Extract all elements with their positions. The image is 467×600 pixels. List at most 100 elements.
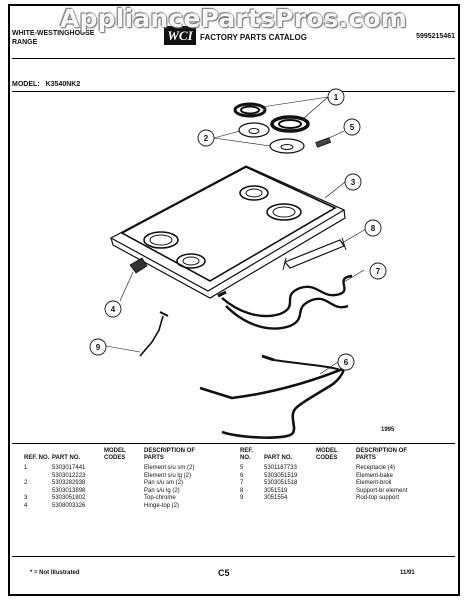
part-number-cell: 5303051519 bbox=[264, 472, 298, 479]
catalog-date: 11/91 bbox=[400, 570, 415, 576]
table-row: 8 3051519 Support-br element bbox=[240, 488, 426, 496]
model-codes-cell bbox=[104, 473, 144, 481]
callout-9 bbox=[89, 338, 107, 356]
part-number-cell: 5303282938 bbox=[52, 480, 86, 487]
brand-line-2: RANGE bbox=[12, 39, 38, 46]
description-cell: Element s/u lg (2) bbox=[144, 472, 192, 479]
drip-pan-large bbox=[269, 138, 305, 154]
top-hinge bbox=[129, 257, 148, 274]
part-number-cell: 3051554 bbox=[264, 495, 288, 502]
svg-text:WCI: WCI bbox=[167, 28, 193, 43]
footer-rule bbox=[12, 556, 455, 557]
part-number-cell: 5308003326 bbox=[52, 502, 86, 509]
callout-8 bbox=[364, 219, 382, 237]
brand-name: WHITE-WESTINGHOUSE RANGE bbox=[12, 29, 94, 47]
surface-element-large bbox=[270, 115, 310, 133]
table-row: 6 5303051519 Element-bake bbox=[240, 473, 426, 481]
model-number: K3540NK2 bbox=[45, 81, 81, 88]
description-cell: Element-broil bbox=[356, 480, 392, 487]
ref-cell: 9 bbox=[240, 495, 244, 502]
model-codes-cell bbox=[104, 488, 144, 496]
part-number-cell: 5303051518 bbox=[264, 480, 298, 487]
description-cell: Receptacle (4) bbox=[356, 465, 396, 471]
parts-table-left: REF. NO. PART NO. MODEL CODES DESCRIPTIO… bbox=[24, 448, 214, 511]
ref-cell: 4 bbox=[24, 502, 28, 509]
callout-8-label: 8 bbox=[371, 224, 376, 233]
document-number: 5995215461 bbox=[416, 33, 455, 40]
ref-cell: 7 bbox=[240, 480, 244, 487]
callout-1-label: 1 bbox=[334, 93, 339, 102]
part-number-cell: 5303017441 bbox=[52, 465, 86, 471]
ref-cell: 3 bbox=[24, 495, 28, 502]
part-number-cell: 5303051802 bbox=[52, 495, 86, 502]
diagram-year: 1995 bbox=[381, 427, 395, 433]
callout-1 bbox=[327, 88, 345, 106]
cooktop-top bbox=[109, 165, 346, 299]
description-cell: Rod-top support bbox=[356, 495, 400, 502]
description-cell: Hinge-top (2) bbox=[144, 502, 180, 509]
col-model-codes: MODEL CODES bbox=[316, 448, 338, 461]
part-number-cell: 5303012223 bbox=[52, 472, 86, 479]
watermark: AppliancePartsPros.com bbox=[59, 4, 408, 33]
description-cell: Pan s/u sm (2) bbox=[144, 480, 184, 487]
part-number-cell: 5303013898 bbox=[52, 487, 86, 494]
callout-4 bbox=[104, 300, 122, 318]
col-description: DESCRIPTION OF PARTS bbox=[144, 448, 196, 461]
description-cell: Element-bake bbox=[356, 472, 394, 479]
ref-cell bbox=[24, 488, 52, 496]
callout-6 bbox=[337, 353, 355, 371]
model-codes-cell bbox=[104, 465, 144, 473]
description-cell: Support-br element bbox=[356, 487, 408, 494]
col-part-no: PART NO. bbox=[264, 455, 293, 461]
col-description: DESCRIPTION OF PARTS bbox=[356, 448, 408, 461]
col-part-no: PART NO. bbox=[52, 455, 81, 461]
wci-logo: WCI bbox=[164, 26, 196, 45]
ref-cell bbox=[24, 473, 52, 481]
parts-table-right: REF. NO. PART NO. MODEL CODES DESCRIPTIO… bbox=[240, 448, 426, 503]
table-row: 4 5308003326 Hinge-top (2) bbox=[24, 503, 214, 511]
callout-5-label: 5 bbox=[350, 123, 355, 132]
header-rule bbox=[12, 58, 455, 59]
table-row: 5303012223 Element s/u lg (2) bbox=[24, 473, 214, 481]
part-number-cell: 5301187733 bbox=[264, 465, 297, 471]
brand-line-1: WHITE-WESTINGHOUSE bbox=[12, 30, 95, 37]
callout-7-label: 7 bbox=[376, 267, 381, 276]
ref-cell: 6 bbox=[240, 472, 244, 479]
model-codes-cell bbox=[316, 465, 356, 473]
receptacle bbox=[315, 137, 332, 148]
callout-2-label: 2 bbox=[204, 134, 209, 143]
callout-2 bbox=[197, 129, 215, 147]
model-codes-cell bbox=[104, 480, 144, 488]
surface-element-small bbox=[233, 102, 267, 118]
part-number-cell: 3051519 bbox=[264, 487, 288, 494]
footnote: * = Not Illustrated bbox=[30, 570, 80, 576]
ref-cell: 8 bbox=[240, 487, 244, 494]
ref-cell: 2 bbox=[24, 480, 28, 487]
callout-5 bbox=[343, 118, 361, 136]
model-label: MODEL: bbox=[12, 81, 40, 88]
callout-6-label: 6 bbox=[344, 358, 349, 367]
description-cell: Element s/u sm (2) bbox=[144, 465, 195, 471]
callout-9-label: 9 bbox=[96, 343, 101, 352]
col-ref-no: REF. NO. bbox=[240, 448, 254, 461]
model-codes-cell bbox=[316, 480, 356, 488]
callout-3 bbox=[344, 173, 362, 191]
catalog-title: FACTORY PARTS CATALOG bbox=[200, 33, 307, 42]
model-codes-cell bbox=[316, 473, 356, 481]
model-rule bbox=[12, 91, 455, 92]
table-row: 2 5303282938 Pan s/u sm (2) bbox=[24, 480, 214, 488]
table-row: 3 5303051802 Top-chrome bbox=[24, 495, 214, 503]
model-codes-cell bbox=[316, 495, 356, 503]
table-row: 7 5303051518 Element-broil bbox=[240, 480, 426, 488]
model-codes-cell bbox=[104, 495, 144, 503]
page-code: C5 bbox=[218, 568, 230, 578]
description-cell: Top-chrome bbox=[144, 495, 176, 502]
callout-7 bbox=[369, 262, 387, 280]
model-codes-cell bbox=[104, 503, 144, 511]
